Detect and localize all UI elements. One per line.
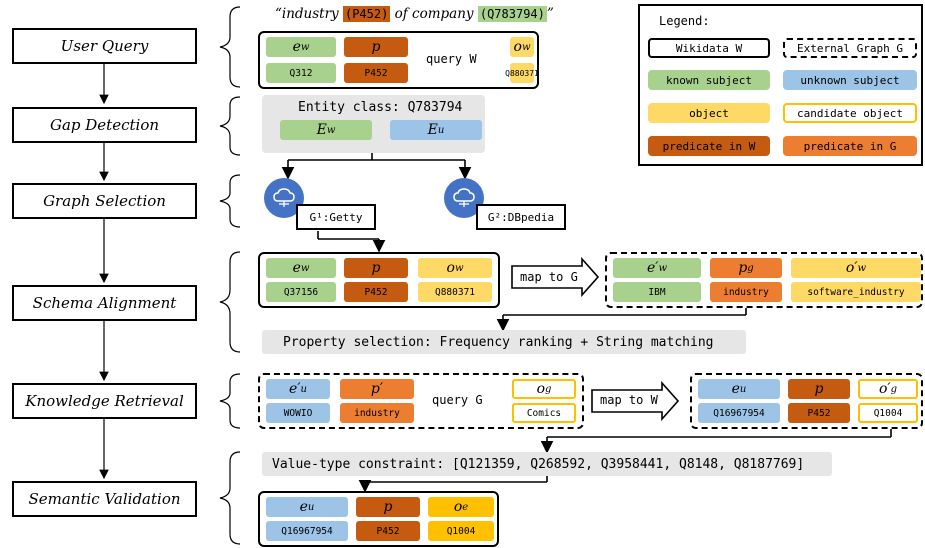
legend-predicate-w: predicate in W	[648, 136, 770, 156]
legend-external-graph: External Graph G	[783, 38, 917, 58]
value-type-constraint-bar: Value-type constraint: [Q121359, Q268592…	[262, 452, 832, 476]
retrieval-symbol-eu-prime: e′u	[266, 379, 330, 399]
query-text-pre: “industry	[275, 6, 343, 22]
query-value-subject: Q312	[266, 63, 336, 83]
schema-symbol-p: p	[344, 258, 408, 278]
stage-user-query: User Query	[12, 28, 197, 64]
legend-unknown-subject: unknown subject	[783, 70, 917, 90]
schema-symbol-ow-prime: o′w	[791, 258, 921, 278]
retrieval-wikidata-object: Q1004	[858, 403, 918, 423]
query-value-object: Q880371	[505, 63, 539, 83]
query-entity-highlight: (Q783794)	[477, 6, 547, 22]
map-to-g-label: map to G	[520, 270, 578, 284]
property-selection-bar: Property selection: Frequency ranking + …	[262, 330, 746, 354]
braces	[219, 6, 241, 545]
query-w-label: query W	[426, 52, 477, 66]
validation-value-subject: Q16967954	[266, 521, 348, 541]
retrieval-candidate-value: Comics	[512, 403, 576, 423]
query-g-label: query G	[432, 393, 483, 407]
query-value-predicate: P452	[344, 63, 408, 83]
legend-known-subject: known subject	[648, 70, 770, 90]
schema-external-predicate: industry	[710, 282, 782, 302]
retrieval-value-predicate: industry	[340, 403, 414, 423]
retrieval-symbol-og-prime: o′g	[858, 379, 918, 399]
legend-object: object	[648, 103, 770, 123]
stage-semantic-validation: Semantic Validation	[12, 481, 197, 517]
gap-split-arrows	[281, 153, 472, 180]
schema-value-subject: Q37156	[266, 282, 336, 302]
stage-knowledge-retrieval: Knowledge Retrieval	[12, 383, 197, 419]
retrieval-wikidata-subject: Q16967954	[698, 403, 780, 423]
entity-class-title: Entity class: Q783794	[298, 100, 463, 115]
schema-value-object: Q880371	[418, 282, 492, 302]
retrieval-symbol-p-prime: p′	[340, 379, 414, 399]
validation-value-predicate: P452	[356, 521, 420, 541]
constraint-to-result-arrow	[358, 476, 548, 493]
schema-symbol-ew-prime: e′w	[613, 258, 701, 278]
legend-title: Legend:	[659, 14, 710, 28]
schema-external-subject: IBM	[613, 282, 701, 302]
retrieval-symbol-p: p	[788, 379, 850, 399]
graph-merge-arrows	[317, 231, 386, 253]
schema-value-predicate: P452	[344, 282, 408, 302]
retrieval-value-subject: WOWIO	[266, 403, 330, 423]
query-sentence: “industry (P452) of company (Q783794)”	[275, 4, 554, 24]
getty-graph-label: G¹:Getty	[296, 204, 376, 230]
validation-value-object: Q1004	[428, 521, 494, 541]
legend-wikidata: Wikidata W	[648, 38, 770, 58]
cloud-icon	[453, 188, 475, 207]
stage-gap-detection: Gap Detection	[12, 107, 197, 143]
query-symbol-p: p	[344, 37, 408, 57]
query-property-highlight: (P452)	[342, 6, 391, 22]
query-text-mid: of company	[390, 6, 478, 22]
retrieval-wikidata-predicate: P452	[788, 403, 850, 423]
retrieval-to-validation-arrow	[540, 427, 892, 454]
stage-graph-selection: Graph Selection	[12, 183, 197, 219]
legend-candidate-object: candidate object	[783, 103, 917, 123]
legend-predicate-g: predicate in G	[783, 136, 917, 156]
map-to-w-label: map to W	[600, 393, 658, 407]
cloud-icon	[273, 188, 295, 207]
stage-schema-alignment: Schema Alignment	[12, 285, 197, 321]
query-text-post: ”	[546, 6, 554, 22]
dbpedia-graph-label: G²:DBpedia	[476, 204, 566, 230]
validation-symbol-p: p	[356, 497, 420, 517]
schema-external-object: software_industry	[791, 282, 921, 302]
